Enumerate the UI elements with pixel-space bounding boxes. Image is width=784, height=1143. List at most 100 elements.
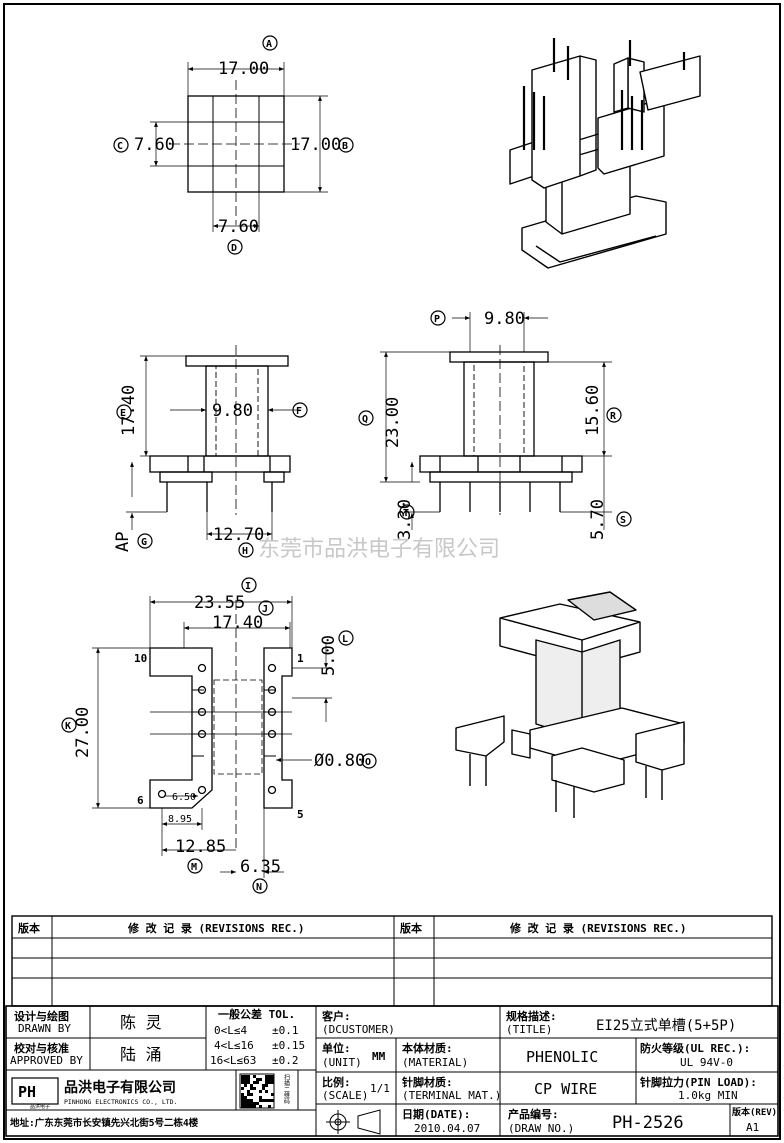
balloon-k: K [61,717,77,733]
qr-cell [265,1078,268,1081]
approver-label-cn: 校对与核准 [14,1041,69,1055]
title-label-cn: 规格描述: [506,1009,557,1023]
company-name-cn: 品洪电子有限公司 [64,1079,176,1096]
qr-cell [241,1078,244,1081]
isometric-view-top [509,38,701,269]
qr-cell [244,1081,247,1084]
svg-text:D: D [231,243,237,254]
qr-code-icon [239,1073,275,1109]
qr-cell [271,1099,274,1102]
qr-cell [241,1081,244,1084]
qr-cell [253,1087,256,1090]
customer-label-en: (DCUSTOMER) [322,1023,395,1036]
qr-cell [241,1087,244,1090]
dim-ap: AP [113,532,133,552]
tolerance-value-1: ±0.1 [272,1024,299,1037]
qr-cell [244,1078,247,1081]
tolerance-range-2: 4<L≤16 [214,1039,254,1052]
scale-label-en: (SCALE) [322,1089,368,1102]
qr-cell [241,1096,244,1099]
material-label-en: (MATERIAL) [402,1056,468,1069]
qr-cell [259,1078,262,1081]
projection-symbol-icon [326,1109,381,1135]
qr-cell [250,1084,253,1087]
qr-cell [256,1081,259,1084]
company-logo: PH 品洪电子 [11,1077,59,1110]
dim-i: 23.55 [194,593,245,613]
qr-cell [262,1087,265,1090]
revision-value: A1 [746,1121,759,1134]
qr-cell [241,1102,244,1105]
svg-text:T: T [403,508,409,519]
isometric-view-bottom [455,591,685,818]
qr-cell [250,1105,253,1108]
pin-5-label: 5 [297,808,304,821]
dim-o: Ø0.80 [314,751,365,771]
sheet-border [3,3,781,1140]
svg-text:L: L [342,634,348,645]
dim-x2: 8.95 [168,814,192,825]
svg-text:I: I [245,581,251,592]
approver-name: 陆 涌 [120,1045,162,1064]
pin-load-label: 针脚拉力(PIN LOAD): [640,1075,757,1089]
balloon-q: Q [358,410,374,426]
company-address: 地址:广东东莞市长安镇先兴北街5号二栋4楼 [10,1117,199,1129]
watermark: 东莞市品洪电子有限公司 [258,537,500,562]
designer-label-en: DRAWN BY [18,1022,71,1035]
terminal-value: CP WIRE [534,1080,597,1098]
title-value: EI25立式单槽(5+5P) [596,1018,736,1034]
qr-cell [241,1075,244,1078]
dim-e: 17.40 [119,385,139,436]
balloon-g: G [137,533,153,549]
balloon-j: J [258,600,274,616]
qr-cell [265,1075,268,1078]
dim-d: 7.60 [218,217,259,237]
draw-no-label-cn: 产品编号: [508,1107,559,1121]
title-label-en: (TITLE) [506,1023,552,1036]
tolerance-range-3: 16<L≤63 [210,1054,256,1067]
unit-label-cn: 单位: [322,1041,351,1055]
qr-cell [250,1087,253,1090]
svg-text:R: R [610,411,617,422]
unit-label-en: (UNIT) [322,1056,362,1069]
qr-cell [244,1084,247,1087]
svg-text:C: C [117,141,123,152]
balloon-b: B [338,137,354,153]
qr-cell [247,1075,250,1078]
qr-side-text: 扫描二维码 [283,1073,290,1105]
qr-cell [259,1096,262,1099]
balloon-e: E [116,404,132,420]
qr-cell [259,1099,262,1102]
unit-value: MM [372,1050,386,1063]
qr-cell [253,1081,256,1084]
balloon-f: F [292,402,308,418]
material-value: PHENOLIC [526,1048,598,1066]
qr-cell [241,1093,244,1096]
rev-col-version: 版本 [18,921,40,935]
revision-label: 版本(REV): [731,1106,783,1118]
qr-cell [259,1090,262,1093]
qr-cell [256,1078,259,1081]
svg-text:F: F [296,406,302,417]
tolerance-value-3: ±0.2 [272,1054,299,1067]
qr-cell [268,1105,271,1108]
scale-label-cn: 比例: [322,1075,351,1089]
dim-a: 17.00 [218,59,269,79]
customer-label-cn: 客户: [321,1009,351,1023]
qr-cell [250,1099,253,1102]
balloon-h: H [238,542,254,558]
balloons: A B C D P E F Q R G H T S I J L K O M N [61,35,632,894]
balloon-r: R [606,407,622,423]
dim-j: 17.40 [212,613,263,633]
rev-col-record: 修 改 记 录 (REVISIONS REC.) [127,921,304,935]
qr-cell [268,1075,271,1078]
svg-text:K: K [65,721,71,732]
qr-cell [244,1102,247,1105]
pin-10-label: 10 [134,652,147,665]
qr-cell [268,1099,271,1102]
qr-cell [244,1096,247,1099]
svg-text:G: G [141,537,147,548]
dim-g: 12.70 [213,525,264,545]
dim-k: 27.00 [73,707,93,758]
